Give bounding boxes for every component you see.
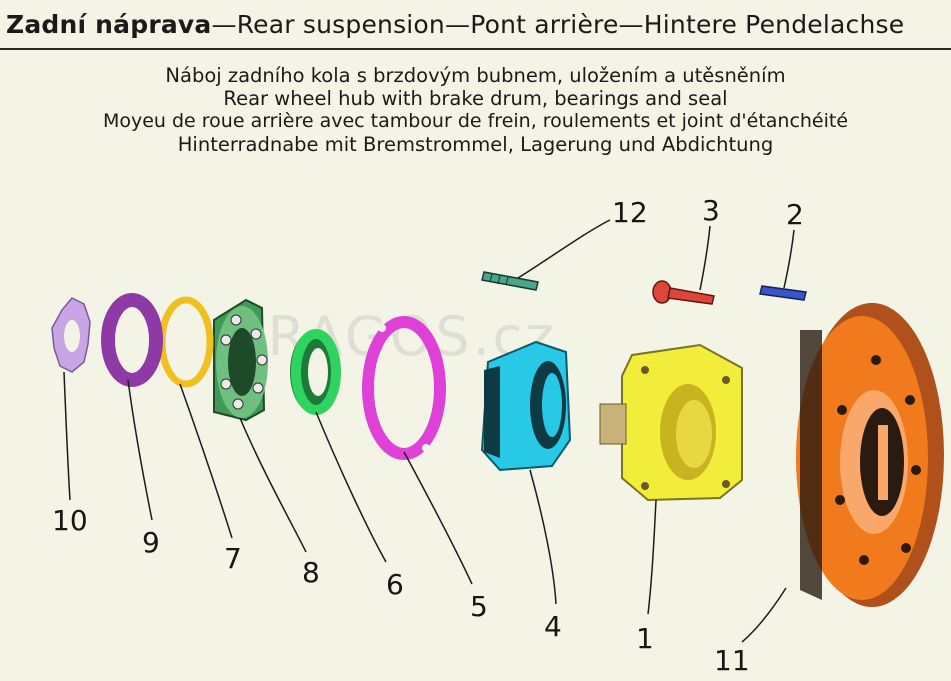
caption-line-fr: Moyeu de roue arrière avec tambour de fr… <box>102 110 849 132</box>
diagram-caption: Náboj zadního kola s brzdovým bubnem, ul… <box>0 64 951 156</box>
part-12-stud <box>481 271 539 291</box>
callout-6: 6 <box>386 568 404 601</box>
title-fr: Pont arrière <box>470 10 619 39</box>
callout-9: 9 <box>142 526 160 559</box>
title-separator: — <box>444 10 471 39</box>
part-2-pin <box>759 285 807 301</box>
callout-12: 12 <box>612 196 648 229</box>
part-10-lock-washer <box>51 297 91 373</box>
callout-10: 10 <box>52 504 88 537</box>
caption-line-cs: Náboj zadního kola s brzdovým bubnem, ul… <box>165 64 786 87</box>
callout-2: 2 <box>786 198 804 231</box>
title-en: Rear suspension <box>236 10 445 39</box>
part-9-nut <box>101 293 163 387</box>
title-de: Hintere Pendelachse <box>643 10 905 39</box>
header-rule <box>0 48 951 50</box>
part-1-hub <box>599 343 743 502</box>
callout-3: 3 <box>702 194 720 227</box>
header: Zadní náprava—Rear suspension—Pont arriè… <box>0 0 951 52</box>
callout-7: 7 <box>224 542 242 575</box>
callout-8: 8 <box>302 556 320 589</box>
caption-line-en: Rear wheel hub with brake drum, bearings… <box>223 87 728 110</box>
part-11-brake-drum <box>796 303 944 607</box>
callout-5: 5 <box>470 590 488 623</box>
caption-line-de: Hinterradnabe mit Bremstrommel, Lagerung… <box>177 133 774 156</box>
callout-1: 1 <box>636 622 654 655</box>
part-8-ball-bearing <box>213 298 268 422</box>
page-title: Zadní náprava—Rear suspension—Pont arriè… <box>6 10 904 39</box>
leader-lines <box>63 219 795 643</box>
part-4-bearing-housing <box>480 340 572 472</box>
callout-11: 11 <box>714 644 750 677</box>
part-7-spacer-ring <box>158 296 214 388</box>
title-separator: — <box>211 10 237 39</box>
title-separator: — <box>618 10 644 39</box>
part-5-gasket <box>362 316 446 460</box>
part-6-seal-ring <box>290 329 341 415</box>
part-3-bolt <box>652 280 715 305</box>
callout-4: 4 <box>544 610 562 643</box>
callouts: 10 9 7 8 6 5 4 1 11 12 3 2 <box>52 194 804 677</box>
title-cs: Zadní náprava <box>6 10 212 39</box>
